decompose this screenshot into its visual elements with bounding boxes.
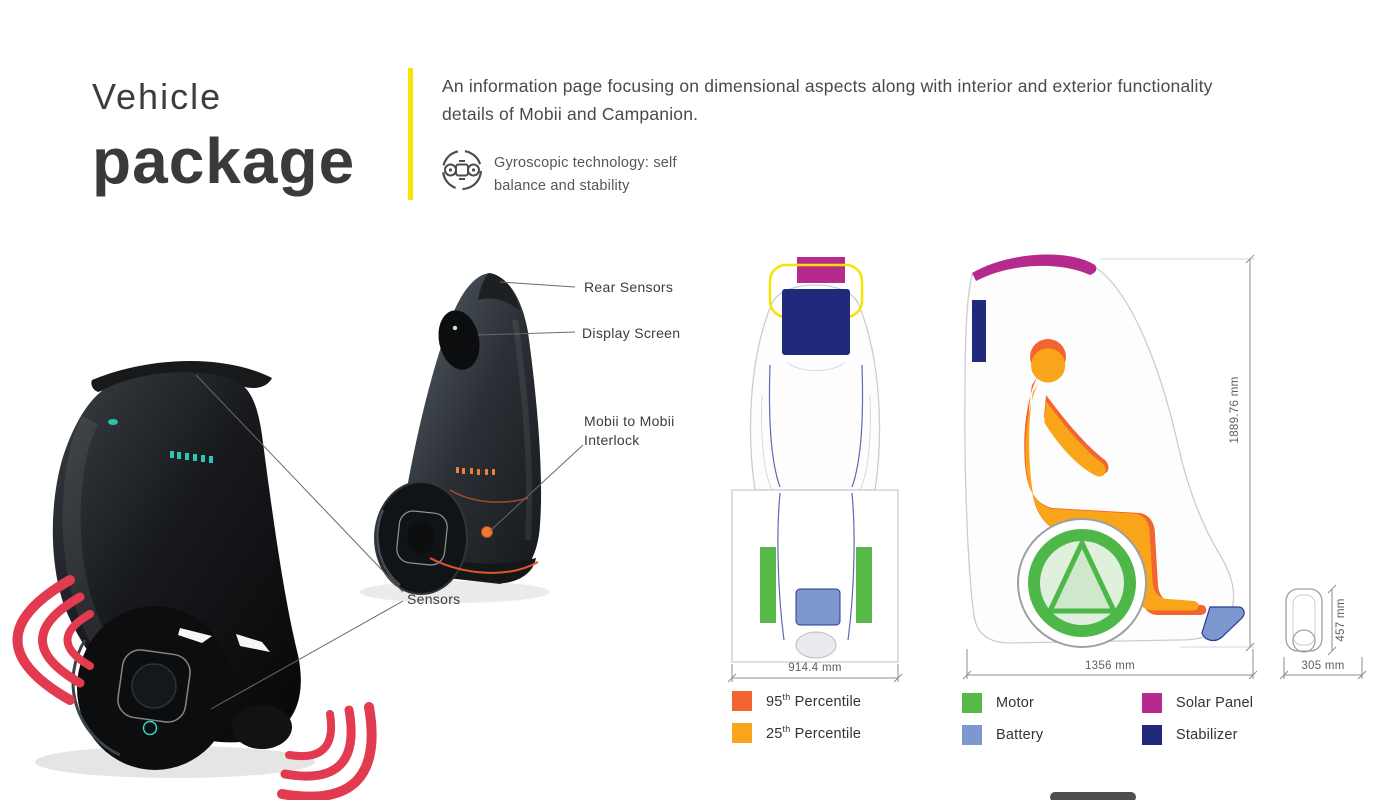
stabilizer-side bbox=[972, 300, 986, 362]
callout-leader-lines bbox=[195, 281, 584, 710]
interlock-hub bbox=[481, 526, 493, 538]
solar-panel-front bbox=[797, 257, 845, 283]
side-view-drawing: 1889.76 mm 1356 mm bbox=[962, 254, 1258, 680]
hub-logo bbox=[142, 720, 158, 736]
accent-divider bbox=[408, 68, 413, 200]
legend-label-battery: Battery bbox=[996, 727, 1044, 743]
vehicle-renders-illustration bbox=[12, 273, 584, 800]
mobii-display-glow bbox=[170, 451, 213, 463]
dim-side-lines bbox=[962, 254, 1258, 680]
legend-item-battery: Battery bbox=[962, 724, 1043, 746]
legend-swatch-stabilizer bbox=[1142, 725, 1162, 745]
rear-module-drawing: 457 mm 305 mm bbox=[1279, 584, 1367, 680]
gyro-caption: Gyroscopic technology: self balance and … bbox=[494, 152, 677, 198]
page-title-line1: Vehicle bbox=[92, 76, 223, 117]
side-extension-lines bbox=[1100, 258, 1255, 648]
legend-item-25th-percentile: 25th Percentile bbox=[732, 722, 861, 744]
dim-front-width: 914.4 mm bbox=[788, 662, 842, 674]
legend-swatch-25th-percentile bbox=[732, 723, 752, 743]
legend-item-95th-percentile: 95th Percentile bbox=[732, 690, 861, 712]
percentile-25-figure bbox=[1025, 348, 1199, 611]
gyro-caption-line2: balance and stability bbox=[494, 178, 630, 195]
mobii-vehicle-render bbox=[52, 360, 301, 770]
legend-item-motor: Motor bbox=[962, 692, 1034, 714]
solar-panel-side bbox=[972, 254, 1097, 281]
dim-side-length: 1356 mm bbox=[1085, 660, 1135, 672]
legend-swatch-battery bbox=[962, 725, 982, 745]
headlight-eyes bbox=[178, 628, 270, 652]
dim-rear-lines bbox=[1279, 584, 1367, 680]
legend-label-stabilizer: Stabilizer bbox=[1176, 727, 1238, 743]
page-title-line2: package bbox=[92, 125, 356, 197]
companion-face-screen bbox=[438, 310, 480, 370]
legend-swatch-95th-percentile bbox=[732, 691, 752, 711]
dim-rear-height: 457 mm bbox=[1335, 598, 1347, 641]
stabilizer-front bbox=[782, 289, 850, 355]
companion-vehicle-render bbox=[374, 273, 542, 595]
legend-label-motor: Motor bbox=[996, 695, 1035, 711]
callout-interlock-line1: Mobii to Mobii bbox=[584, 413, 675, 429]
legend-label-25th-percentile: 25th Percentile bbox=[766, 724, 862, 742]
gyroscope-icon bbox=[441, 149, 483, 191]
page-title: Vehicle package bbox=[92, 76, 355, 198]
battery-front bbox=[795, 588, 841, 626]
legend-label-solar-panel: Solar Panel bbox=[1176, 695, 1254, 711]
legend-label-95th-percentile: 95th Percentile bbox=[766, 692, 862, 710]
dim-overall-height: 1889.76 mm bbox=[1229, 377, 1241, 444]
legend-swatch-motor bbox=[962, 693, 982, 713]
callout-display-screen: Display Screen bbox=[582, 325, 681, 341]
sonar-waves bbox=[12, 575, 377, 800]
legend-item-solar-panel: Solar Panel bbox=[1142, 692, 1253, 714]
front-view-drawing: 914.4 mm bbox=[727, 257, 903, 683]
companion-display-glow bbox=[456, 467, 495, 475]
callout-rear-sensors: Rear Sensors bbox=[584, 279, 674, 295]
wheel-motor-side bbox=[1017, 518, 1147, 648]
dimension-drawings: 914.4 mm bbox=[727, 254, 1367, 683]
motor-left bbox=[760, 547, 776, 623]
page-description: An information page focusing on dimensio… bbox=[442, 76, 1213, 124]
callout-interlock: Mobii to Mobii Interlock bbox=[584, 412, 675, 450]
legend-item-stabilizer: Stabilizer bbox=[1142, 724, 1238, 746]
battery-side bbox=[1201, 606, 1245, 642]
callout-sensors: Sensors bbox=[407, 591, 461, 607]
callout-interlock-line2: Interlock bbox=[584, 431, 640, 448]
legend-swatch-solar-panel bbox=[1142, 693, 1162, 713]
dim-rear-depth: 305 mm bbox=[1301, 660, 1344, 672]
motor-right bbox=[856, 547, 872, 623]
dim-front-width-lines bbox=[727, 664, 903, 683]
page-indicator bbox=[1050, 792, 1136, 800]
gyro-caption-line1: Gyroscopic technology: self bbox=[494, 155, 677, 171]
